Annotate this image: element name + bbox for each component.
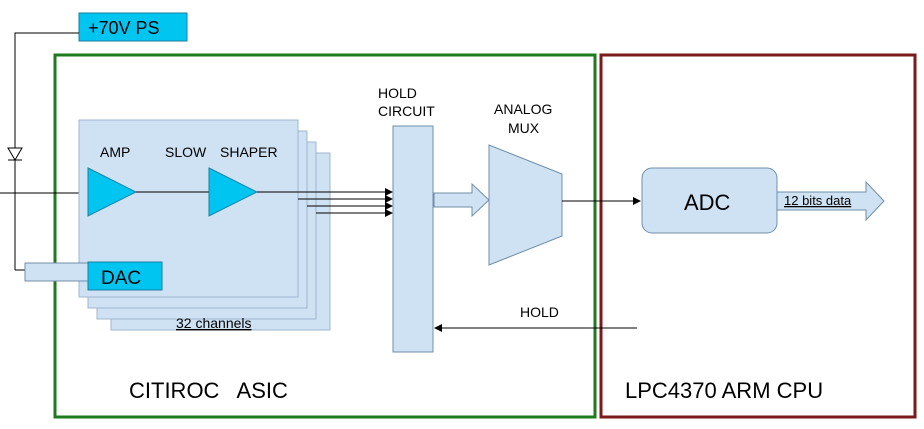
dac-box bbox=[87, 261, 163, 291]
hold-circuit-box bbox=[392, 125, 434, 353]
channels-label: 32 channels bbox=[176, 315, 252, 331]
hold-to-mux-arrow-icon bbox=[433, 182, 490, 218]
dac-label: DAC bbox=[101, 268, 141, 289]
analog-mux-label-line1: ANALOG bbox=[494, 101, 552, 117]
dac-connector bbox=[24, 262, 91, 282]
bits-data-label: 12 bits data bbox=[784, 193, 852, 208]
amp-triangle-icon bbox=[87, 167, 138, 217]
cpu-block-label: LPC4370 ARM CPU bbox=[625, 378, 823, 403]
analog-mux-label-line2: MUX bbox=[508, 120, 540, 136]
shaper-label: SHAPER bbox=[220, 144, 278, 160]
analog-mux-shape bbox=[488, 144, 563, 266]
hold-circuit-label-line2: CIRCUIT bbox=[378, 103, 435, 119]
power-line bbox=[14, 32, 79, 148]
asic-block-label: CITIROC ASIC bbox=[129, 378, 288, 403]
bits-data-arrow-icon bbox=[776, 180, 885, 222]
hold-label: HOLD bbox=[520, 304, 559, 320]
amp-label: AMP bbox=[100, 144, 130, 160]
shaper-triangle-icon bbox=[208, 167, 259, 217]
asic-border bbox=[53, 53, 597, 419]
diode-icon bbox=[7, 147, 23, 161]
adc-label: ADC bbox=[684, 190, 731, 215]
slow-label: SLOW bbox=[165, 144, 207, 160]
power-supply-box bbox=[78, 12, 188, 42]
power-supply-label: +70V PS bbox=[88, 18, 160, 38]
cpu-border bbox=[599, 53, 917, 419]
hold-circuit-label-line1: HOLD bbox=[378, 85, 417, 101]
